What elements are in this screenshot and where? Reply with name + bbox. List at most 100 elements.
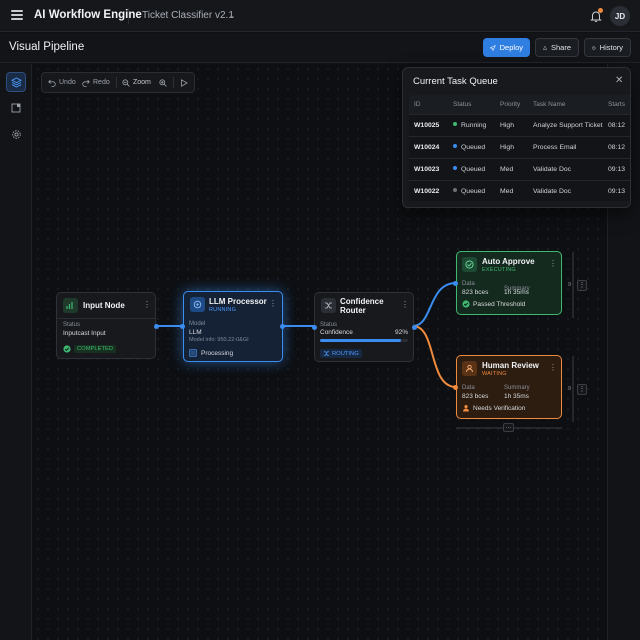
processing-label: Processing (201, 349, 234, 357)
canvas-toolbar: Undo Redo Zoom (41, 72, 195, 93)
status-badge-text: COMPLETED (74, 345, 117, 353)
edge-router-approve (412, 282, 457, 327)
undo-label: Undo (59, 79, 76, 86)
undo-button[interactable]: Undo (48, 73, 76, 92)
status-dot (453, 144, 457, 148)
table-row[interactable]: W10023 Queued Med Validate Doc 09:13 (409, 158, 630, 180)
play-icon (181, 78, 188, 87)
task-start: 09:13 (608, 188, 626, 195)
input-port[interactable] (453, 385, 458, 390)
check-circle-icon (63, 345, 71, 353)
task-id: W10023 (414, 166, 440, 173)
input-port[interactable] (453, 281, 458, 286)
task-priority: High (500, 144, 514, 151)
human-review-node[interactable]: Human Review WAITING ⋮ Data 823 bces Sum… (453, 355, 562, 419)
column-header: Status (453, 101, 472, 108)
redo-button[interactable]: Redo (82, 73, 110, 92)
confidence-value: 92% (395, 329, 409, 336)
table-row[interactable]: W10022 Queued Med Validate Doc 09:13 (409, 180, 630, 201)
llm-processor-node[interactable]: LLM Processor RUNNING ⋮ Model LLM Model … (180, 291, 285, 362)
zoom-out-icon (122, 78, 130, 87)
toolbar-divider (173, 77, 174, 88)
task-start: 08:12 (608, 144, 626, 151)
task-start: 09:13 (608, 166, 626, 173)
list-icon (189, 349, 197, 357)
status-text: Queued (461, 144, 486, 151)
task-status: Queued (453, 188, 485, 195)
redo-icon (82, 79, 90, 87)
output-port[interactable] (280, 324, 285, 329)
task-status: Running (453, 122, 486, 129)
run-button[interactable] (180, 73, 188, 92)
column-header: Starts (608, 101, 625, 108)
input-node[interactable]: Input Node ⋮ Status Inputcast Input COMP… (56, 292, 159, 359)
model-info: Model info: 950.22-0&GI (189, 337, 249, 343)
zoom-in-button[interactable] (159, 73, 167, 92)
user-icon (462, 361, 477, 376)
summary-label: Summary (504, 385, 530, 391)
check-badge-icon (462, 257, 477, 272)
history-button[interactable]: History (584, 38, 631, 57)
more-icon[interactable]: ⋮ (577, 384, 587, 395)
routing-badge-text: ROUTING (332, 350, 359, 357)
output-port[interactable] (154, 324, 159, 329)
verification-label: Needs Verification (473, 404, 526, 412)
data-label: Data (462, 281, 475, 287)
output-port[interactable] (412, 325, 417, 330)
layers-icon[interactable] (6, 72, 26, 92)
status-text: Queued (461, 166, 486, 173)
auto-approve-node[interactable]: Auto Approve EXECUTING ⋮ Data 823 bces S… (453, 251, 562, 315)
share-button[interactable]: Share (535, 38, 579, 57)
zoom-out-button[interactable]: Zoom (122, 73, 151, 92)
status-dot (453, 188, 457, 192)
gear-icon[interactable] (6, 124, 26, 144)
confidence-router-node[interactable]: Confidence Router ⋮ Status Confidence 92… (312, 292, 417, 362)
shuffle-icon (323, 351, 330, 356)
edge-router-review (412, 325, 457, 388)
input-port[interactable] (180, 324, 185, 329)
more-icon[interactable]: ⋮ (549, 259, 557, 268)
more-icon[interactable]: ⋮ (269, 299, 277, 308)
side-value: 9 (568, 386, 572, 392)
deploy-label: Deploy (499, 43, 523, 52)
task-status: Queued (453, 144, 485, 151)
user-icon (463, 405, 469, 412)
column-header: Priority (500, 101, 521, 108)
chevron-down-icon[interactable]: ⌄ (228, 10, 236, 20)
more-icon[interactable]: ⋮ (401, 300, 409, 309)
more-icon[interactable]: ⋮ (549, 363, 557, 372)
deploy-button[interactable]: Deploy (483, 38, 530, 57)
top-bar: AI Workflow Engine Ticket Classifier v2.… (0, 0, 640, 32)
more-horizontal-icon[interactable]: … (503, 423, 514, 432)
status-value: Inputcast Input (63, 330, 106, 337)
table-row[interactable]: W10024 Queued High Process Email 08:12 (409, 136, 630, 158)
more-icon[interactable]: ⋮ (143, 300, 151, 309)
close-icon[interactable]: ✕ (615, 75, 624, 86)
data-label: Data (462, 385, 475, 391)
model-value: LLM (189, 329, 202, 336)
input-port[interactable] (312, 325, 317, 330)
divider (128, 8, 129, 24)
toolbar-divider (116, 77, 117, 88)
more-icon[interactable]: ⋮ (577, 280, 587, 291)
undo-icon (48, 79, 56, 87)
summary-value: 1h 35ms (504, 393, 529, 400)
task-name: Analyze Support Ticket (533, 122, 603, 129)
bell-icon[interactable] (589, 9, 603, 23)
node-title: Confidence Router (340, 297, 384, 315)
square-select-icon[interactable] (6, 98, 26, 118)
project-selector[interactable]: Ticket Classifier v2.1 (142, 10, 234, 21)
hamburger-menu-icon[interactable] (11, 10, 23, 20)
share-label: Share (550, 43, 571, 52)
summary-value: 1h 35ms (504, 289, 529, 296)
task-priority: Med (500, 188, 514, 195)
avatar[interactable]: JD (610, 6, 630, 26)
task-id: W10025 (414, 122, 440, 129)
confidence-bar-fill (320, 339, 401, 342)
task-queue-panel: Current Task Queue ✕ ID Status Priority … (402, 67, 631, 208)
status-dot (453, 122, 457, 126)
table-row[interactable]: W10025 Running High Analyze Support Tick… (409, 114, 630, 136)
column-header: Task Name (533, 101, 566, 108)
task-id: W10024 (414, 144, 440, 151)
status-dot (453, 166, 457, 170)
